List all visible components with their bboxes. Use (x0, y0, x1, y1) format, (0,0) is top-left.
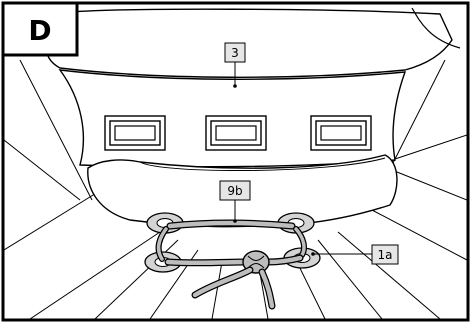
handle-slot (311, 116, 371, 150)
handle-slot (206, 116, 266, 150)
step-badge-label: D (28, 14, 51, 47)
callout-label-cord: 1a (378, 248, 393, 262)
handle-slot (105, 116, 165, 150)
callout-label-cushion: 3 (231, 46, 239, 60)
cushion-top (46, 9, 452, 77)
callout-label-strap: 9b (227, 184, 242, 198)
